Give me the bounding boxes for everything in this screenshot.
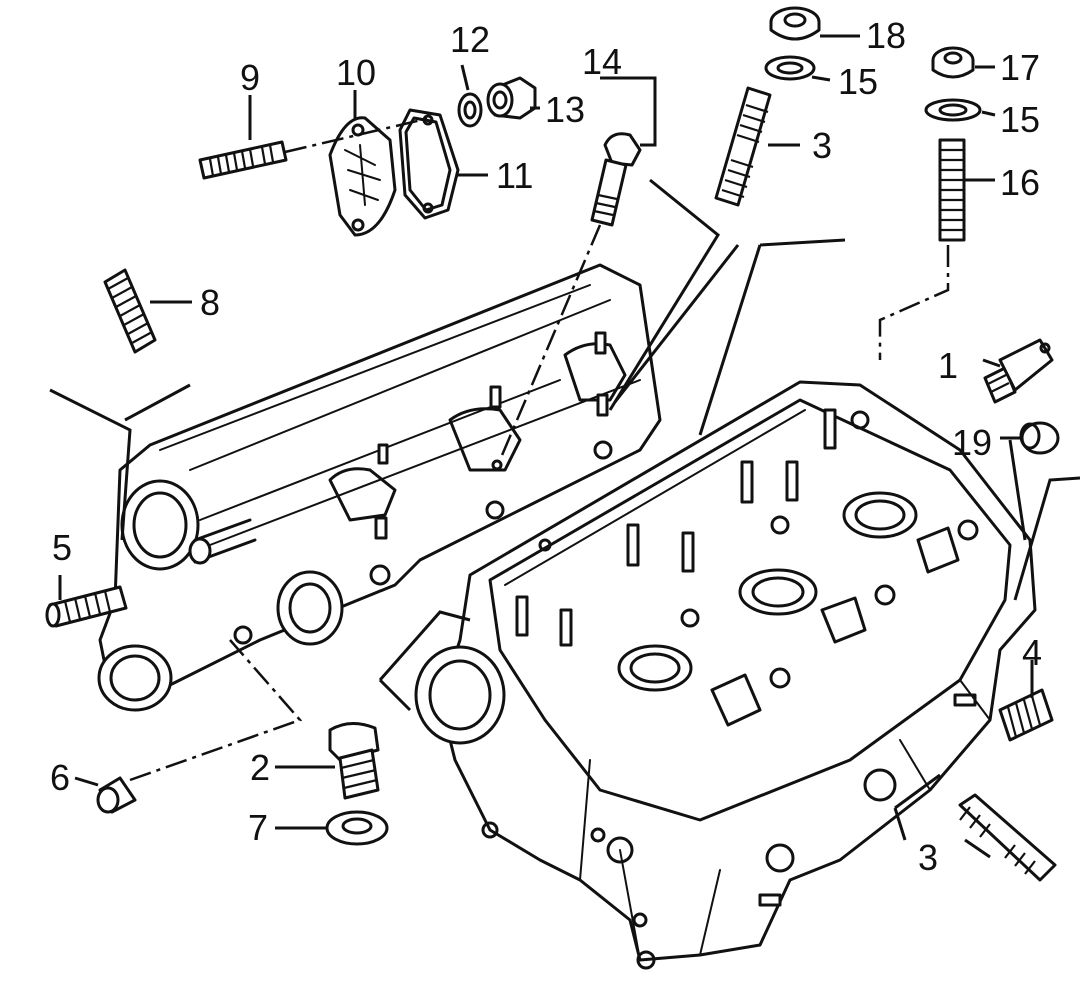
alignment-lines: [129, 116, 950, 782]
part-3-upper-stud: [714, 86, 772, 207]
callout-8: 8: [200, 282, 220, 323]
callout-10: 10: [336, 52, 376, 93]
part-15-upper-washer: [764, 55, 816, 81]
callout-19: 19: [952, 422, 992, 463]
part-15-right-washer: [924, 98, 982, 122]
part-19-cap: [1019, 421, 1060, 455]
part-4-stud: [998, 688, 1054, 742]
callout-4: 4: [1022, 632, 1042, 673]
leader-lines: [49, 34, 1080, 859]
part-18-nut: [769, 6, 821, 41]
callout-3-upper: 3: [812, 125, 832, 166]
part-8-stud: [103, 268, 157, 354]
callout-3-lower: 3: [918, 837, 938, 878]
callout-15-right: 15: [1000, 99, 1040, 140]
part-10-cover-plate: [328, 116, 397, 237]
callout-1: 1: [938, 345, 958, 386]
callout-7: 7: [248, 807, 268, 848]
callout-11: 11: [496, 155, 533, 196]
part-5-stud: [45, 585, 128, 628]
callout-2: 2: [250, 747, 270, 788]
callout-15-upper: 15: [838, 61, 878, 102]
part-1-temperature-sensor: [983, 338, 1054, 404]
part-3-lower-stud: [958, 793, 1057, 882]
callout-labels: 1 2 3 3 4 5 6 7 8 9 10 11 12 13 14 15 15…: [50, 15, 1042, 878]
callout-12: 12: [450, 19, 490, 60]
part-6-plug: [96, 776, 137, 814]
part-9-stud: [198, 140, 288, 180]
callout-5: 5: [52, 527, 72, 568]
callout-14: 14: [582, 41, 622, 82]
part-13-nut: [486, 76, 537, 120]
part-17-nut: [931, 46, 975, 79]
front-cylinder-head: [414, 380, 1037, 970]
part-12-washer: [457, 92, 483, 128]
part-14-bolt: [590, 132, 642, 227]
part-7-washer: [325, 810, 389, 846]
callout-16: 16: [1000, 162, 1040, 203]
part-11-gasket: [398, 108, 460, 220]
callout-9: 9: [240, 57, 260, 98]
callout-6: 6: [50, 757, 70, 798]
callout-18: 18: [866, 15, 906, 56]
callout-13: 13: [545, 89, 585, 130]
rear-cylinder-head: [97, 263, 662, 712]
callout-17: 17: [1000, 47, 1040, 88]
part-2-bolt: [328, 722, 380, 800]
part-16-stud: [938, 138, 966, 242]
